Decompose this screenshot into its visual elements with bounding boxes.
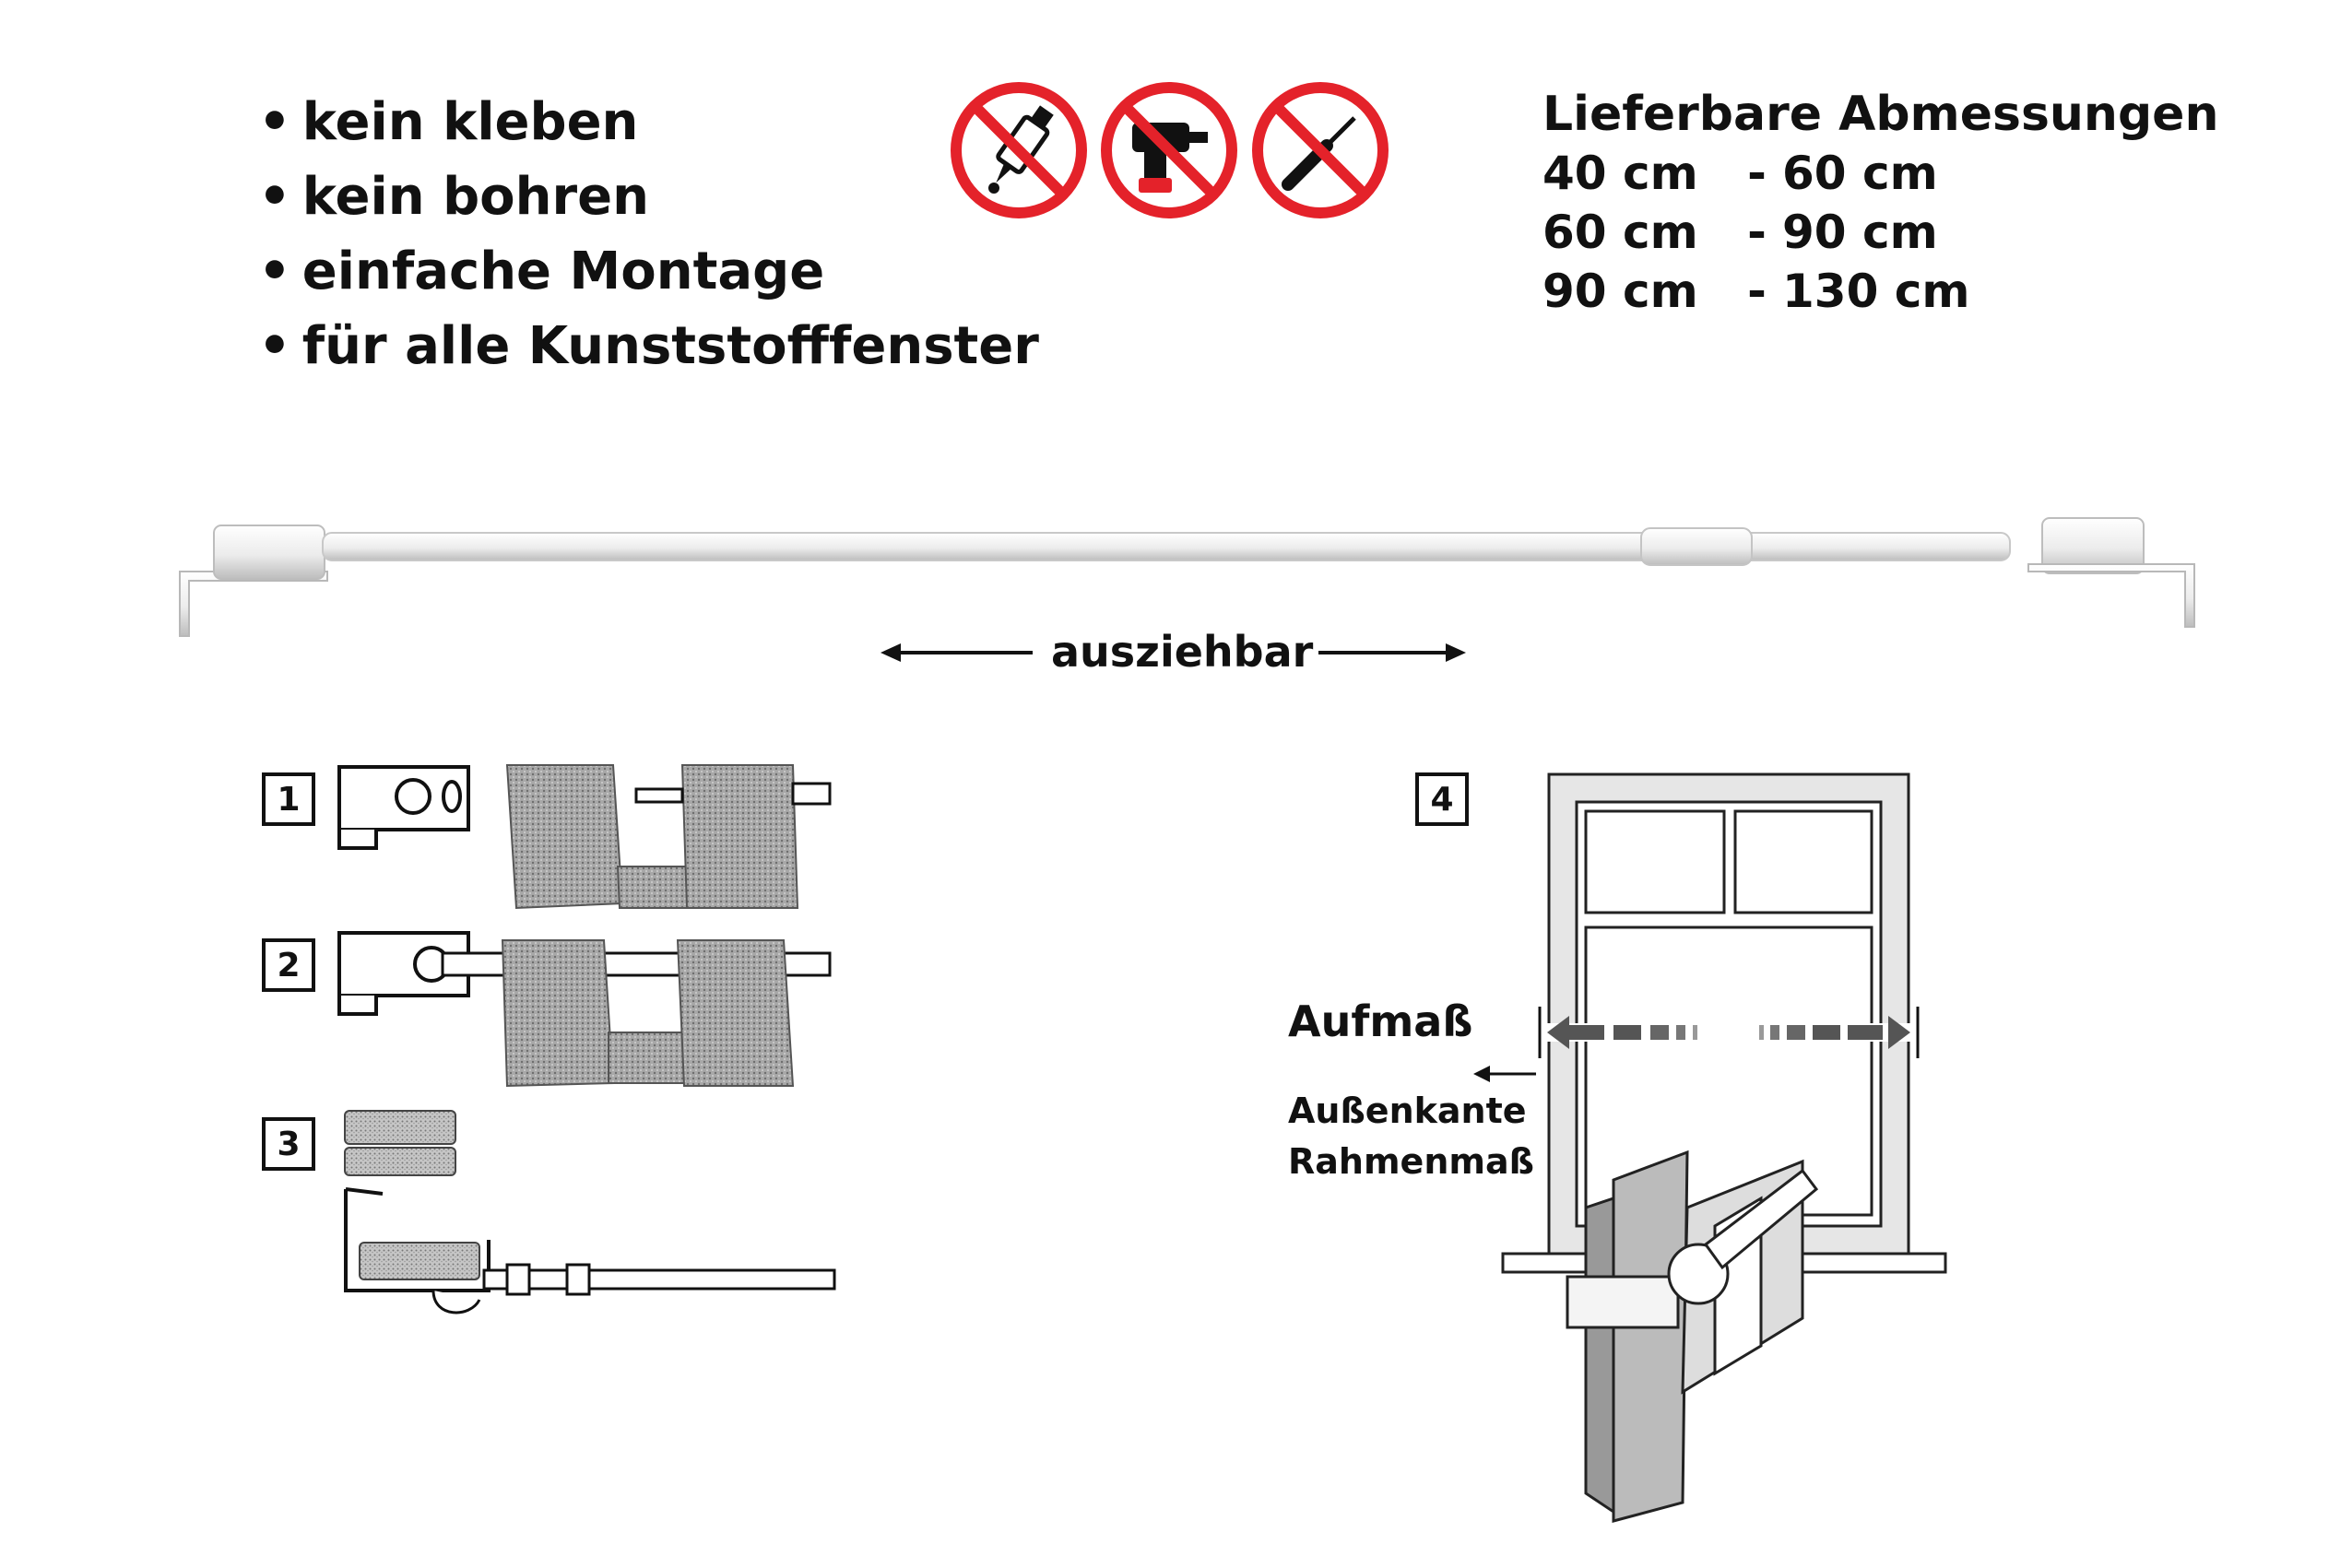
feature-item: kein bohren <box>258 159 1039 234</box>
feature-item: für alle Kunststofffenster <box>258 309 1039 383</box>
step-number: 2 <box>262 938 315 992</box>
dimension-to: 130 cm <box>1782 265 1970 318</box>
step-3-mounted-bracket <box>344 1187 836 1315</box>
measure-outer-edge-label: Außenkante <box>1288 1091 1527 1131</box>
extendable-label: ausziehbar <box>1051 627 1314 677</box>
dimension-dash: - <box>1747 206 1767 259</box>
window-measure-illustration <box>1501 772 1947 1523</box>
window-frame <box>1501 772 1947 1274</box>
step-number: 3 <box>262 1117 315 1171</box>
step-1-bracket <box>337 765 470 850</box>
no-screwdriver-icon <box>1252 82 1389 218</box>
step-number: 1 <box>262 772 315 826</box>
step-3-felt-pads <box>344 1110 456 1176</box>
dimension-row: 90 cm - 130 cm <box>1542 262 2218 321</box>
dimensions-title: Lieferbare Abmessungen <box>1542 87 2219 142</box>
step-number: 4 <box>1415 772 1469 826</box>
feature-item: kein kleben <box>258 85 1039 159</box>
curtain-rod-illustration <box>179 517 2195 637</box>
extend-arrows <box>881 643 1466 662</box>
dimension-dash: - <box>1747 265 1767 318</box>
dimensions-block: Lieferbare Abmessungen 40 cm - 60 cm 60 … <box>1542 85 2218 321</box>
feature-item: einfache Montage <box>258 234 1039 309</box>
mounting-steps-illustration <box>337 764 836 1315</box>
no-glue-icon <box>951 82 1087 218</box>
dimension-from: 40 cm <box>1542 147 1698 200</box>
measure-title: Aufmaß <box>1288 996 1473 1046</box>
dimension-to: 60 cm <box>1782 147 1938 200</box>
measure-frame-label: Rahmenmaß <box>1288 1141 1534 1182</box>
feature-list: kein kleben kein bohren einfache Montage… <box>258 85 1039 383</box>
dimension-row: 40 cm - 60 cm <box>1542 144 2218 203</box>
step-1-curtain <box>505 764 832 910</box>
clamp-bracket-closeup <box>1566 1149 1819 1523</box>
step-2-curtain <box>501 939 795 1088</box>
dimension-from: 90 cm <box>1542 265 1698 318</box>
dimension-from: 60 cm <box>1542 206 1698 259</box>
dimension-to: 90 cm <box>1782 206 1938 259</box>
measure-arrow <box>1538 1007 1920 1058</box>
dimension-row: 60 cm - 90 cm <box>1542 203 2218 262</box>
no-drill-icon <box>1101 82 1237 218</box>
measure-pointer-arrow <box>1473 1066 1536 1082</box>
dimension-dash: - <box>1747 147 1767 200</box>
